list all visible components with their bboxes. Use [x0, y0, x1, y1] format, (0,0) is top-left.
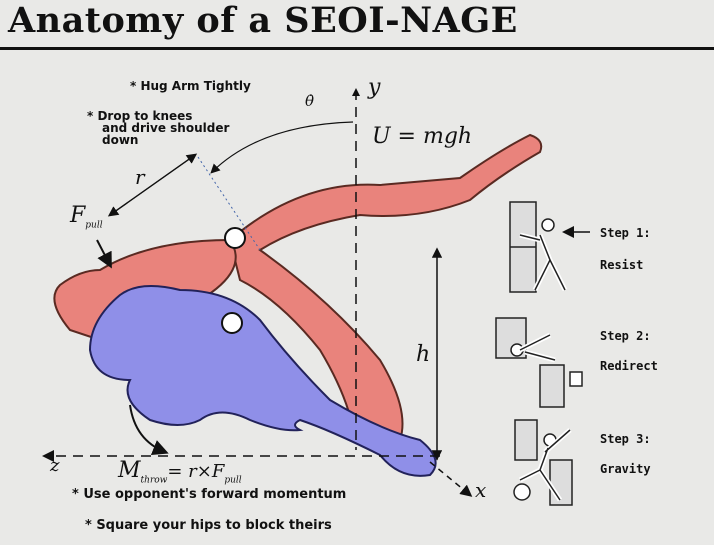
title-underline — [0, 47, 714, 50]
z-axis-label: z — [50, 455, 60, 476]
step-1-pictogram — [509, 201, 590, 293]
moment-arrow — [129, 404, 169, 455]
step-2-name: Redirect — [600, 359, 658, 373]
step-1-name: Resist — [600, 258, 644, 272]
x-axis-label: x — [475, 478, 487, 502]
y-axis-label: y — [368, 75, 381, 100]
pull-force-label: Fpull — [70, 203, 103, 231]
note-drop-line1: * Drop to knees — [87, 109, 193, 123]
diagram-title: Anatomy of a SEOI-NAGE — [8, 0, 518, 41]
rotation-arrow — [210, 121, 354, 174]
note-drop-line3: down — [102, 133, 139, 147]
height-label: h — [416, 342, 431, 367]
note-hips: * Square your hips to block theirs — [85, 518, 332, 533]
energy-equation: U = mgh — [372, 124, 473, 149]
note-drop-line2: and drive shoulder — [102, 121, 230, 135]
step-3-name: Gravity — [600, 462, 651, 476]
step-2-pictogram — [495, 317, 583, 408]
moment-equation: Mthrow= r×Fpull — [118, 458, 242, 486]
step-1-label: Step 1: — [600, 226, 651, 240]
theta-dot-label: θ̇ — [305, 92, 315, 110]
step-3-pictogram — [513, 419, 573, 506]
step-2-label: Step 2: — [600, 329, 651, 343]
step-3-label: Step 3: — [600, 432, 651, 446]
note-momentum: * Use opponent's forward momentum — [72, 487, 347, 502]
attacker-figure — [88, 285, 437, 477]
note-hug-arm: * Hug Arm Tightly — [130, 79, 251, 93]
radius-label: r — [135, 165, 145, 189]
pull-force-arrow — [96, 239, 112, 269]
x-axis — [429, 461, 473, 497]
